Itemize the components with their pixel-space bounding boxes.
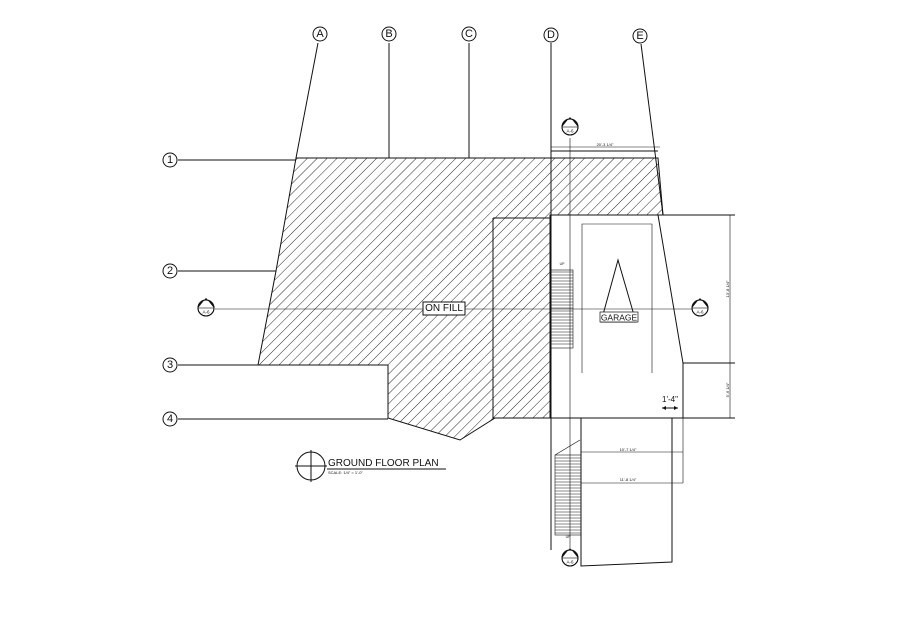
- section-mark-top: 1 A-6: [561, 117, 579, 136]
- section-mark-left: 1 A-6: [197, 298, 215, 317]
- svg-text:2: 2: [167, 265, 173, 277]
- svg-text:10'-7 1/4": 10'-7 1/4": [620, 447, 637, 452]
- garage-label: GARAGE: [599, 311, 639, 323]
- svg-text:E: E: [636, 30, 643, 42]
- drawing-title: GROUND FLOOR PLAN: [328, 458, 439, 469]
- grid-bubble-a: A: [312, 26, 328, 42]
- on-fill-label: ON FILL: [422, 301, 466, 316]
- grid-bubble-c: C: [461, 26, 477, 42]
- lower-annex: [580, 418, 684, 567]
- section-mark-bottom: 1 A-6: [561, 548, 579, 567]
- grid-bubble-e: E: [632, 28, 648, 44]
- upper-stair: UP: [550, 262, 574, 349]
- lower-stair: UP: [554, 439, 582, 539]
- svg-text:4: 4: [167, 413, 173, 425]
- svg-text:1: 1: [699, 302, 702, 307]
- grid-line-a: [295, 42, 319, 159]
- grid-bubble-b: B: [381, 26, 397, 42]
- svg-text:20'-3 1/4": 20'-3 1/4": [597, 142, 614, 147]
- svg-text:5'-6 1/4": 5'-6 1/4": [725, 382, 730, 397]
- dimension-lower-1: 10'-7 1/4": [620, 447, 637, 452]
- dimension-right-lower: 5'-6 1/4": [725, 363, 731, 418]
- svg-text:13'-8 1/4": 13'-8 1/4": [725, 280, 730, 297]
- dimension-right-upper: 13'-8 1/4": [725, 215, 731, 363]
- grid-line-e: [640, 43, 664, 216]
- garage-slab: [581, 223, 653, 373]
- svg-text:1: 1: [569, 121, 572, 126]
- drawing-scale: SCALE: 1/4" = 1'-0": [328, 470, 363, 475]
- svg-text:D: D: [547, 29, 555, 41]
- section-mark-right: 1 A-6: [691, 298, 709, 317]
- svg-text:C: C: [465, 28, 473, 40]
- title-block: GROUND FLOOR PLAN SCALE: 1/4" = 1'-0": [295, 450, 446, 482]
- svg-text:A: A: [316, 28, 324, 40]
- svg-text:UP: UP: [560, 262, 566, 266]
- svg-text:A-6: A-6: [696, 310, 704, 315]
- svg-text:3: 3: [167, 359, 173, 371]
- svg-text:UP: UP: [566, 535, 572, 539]
- svg-text:1: 1: [569, 552, 572, 557]
- svg-text:GARAGE: GARAGE: [601, 313, 638, 323]
- building-outline: [492, 150, 735, 419]
- svg-text:1: 1: [167, 154, 173, 166]
- svg-text:A-6: A-6: [202, 310, 210, 315]
- svg-text:1'-4": 1'-4": [662, 395, 678, 404]
- svg-text:A-6: A-6: [566, 129, 574, 134]
- svg-text:1: 1: [205, 302, 208, 307]
- grid-bubble-1: 1: [162, 152, 178, 168]
- hatched-fill-area: [257, 157, 664, 441]
- grid-bubble-2: 2: [162, 263, 178, 279]
- svg-text:ON FILL: ON FILL: [425, 303, 463, 314]
- dimension-top: 20'-3 1/4": [551, 142, 660, 148]
- svg-text:11'-8 1/4": 11'-8 1/4": [620, 477, 637, 482]
- grid-bubble-d: D: [543, 27, 559, 43]
- svg-text:B: B: [385, 28, 392, 40]
- grid-bubble-3: 3: [162, 357, 178, 373]
- dimension-small: 1'-4": [662, 395, 678, 410]
- svg-text:A-6: A-6: [566, 560, 574, 565]
- dimension-lower-2: 11'-8 1/4": [620, 477, 637, 482]
- grid-bubble-4: 4: [162, 411, 178, 427]
